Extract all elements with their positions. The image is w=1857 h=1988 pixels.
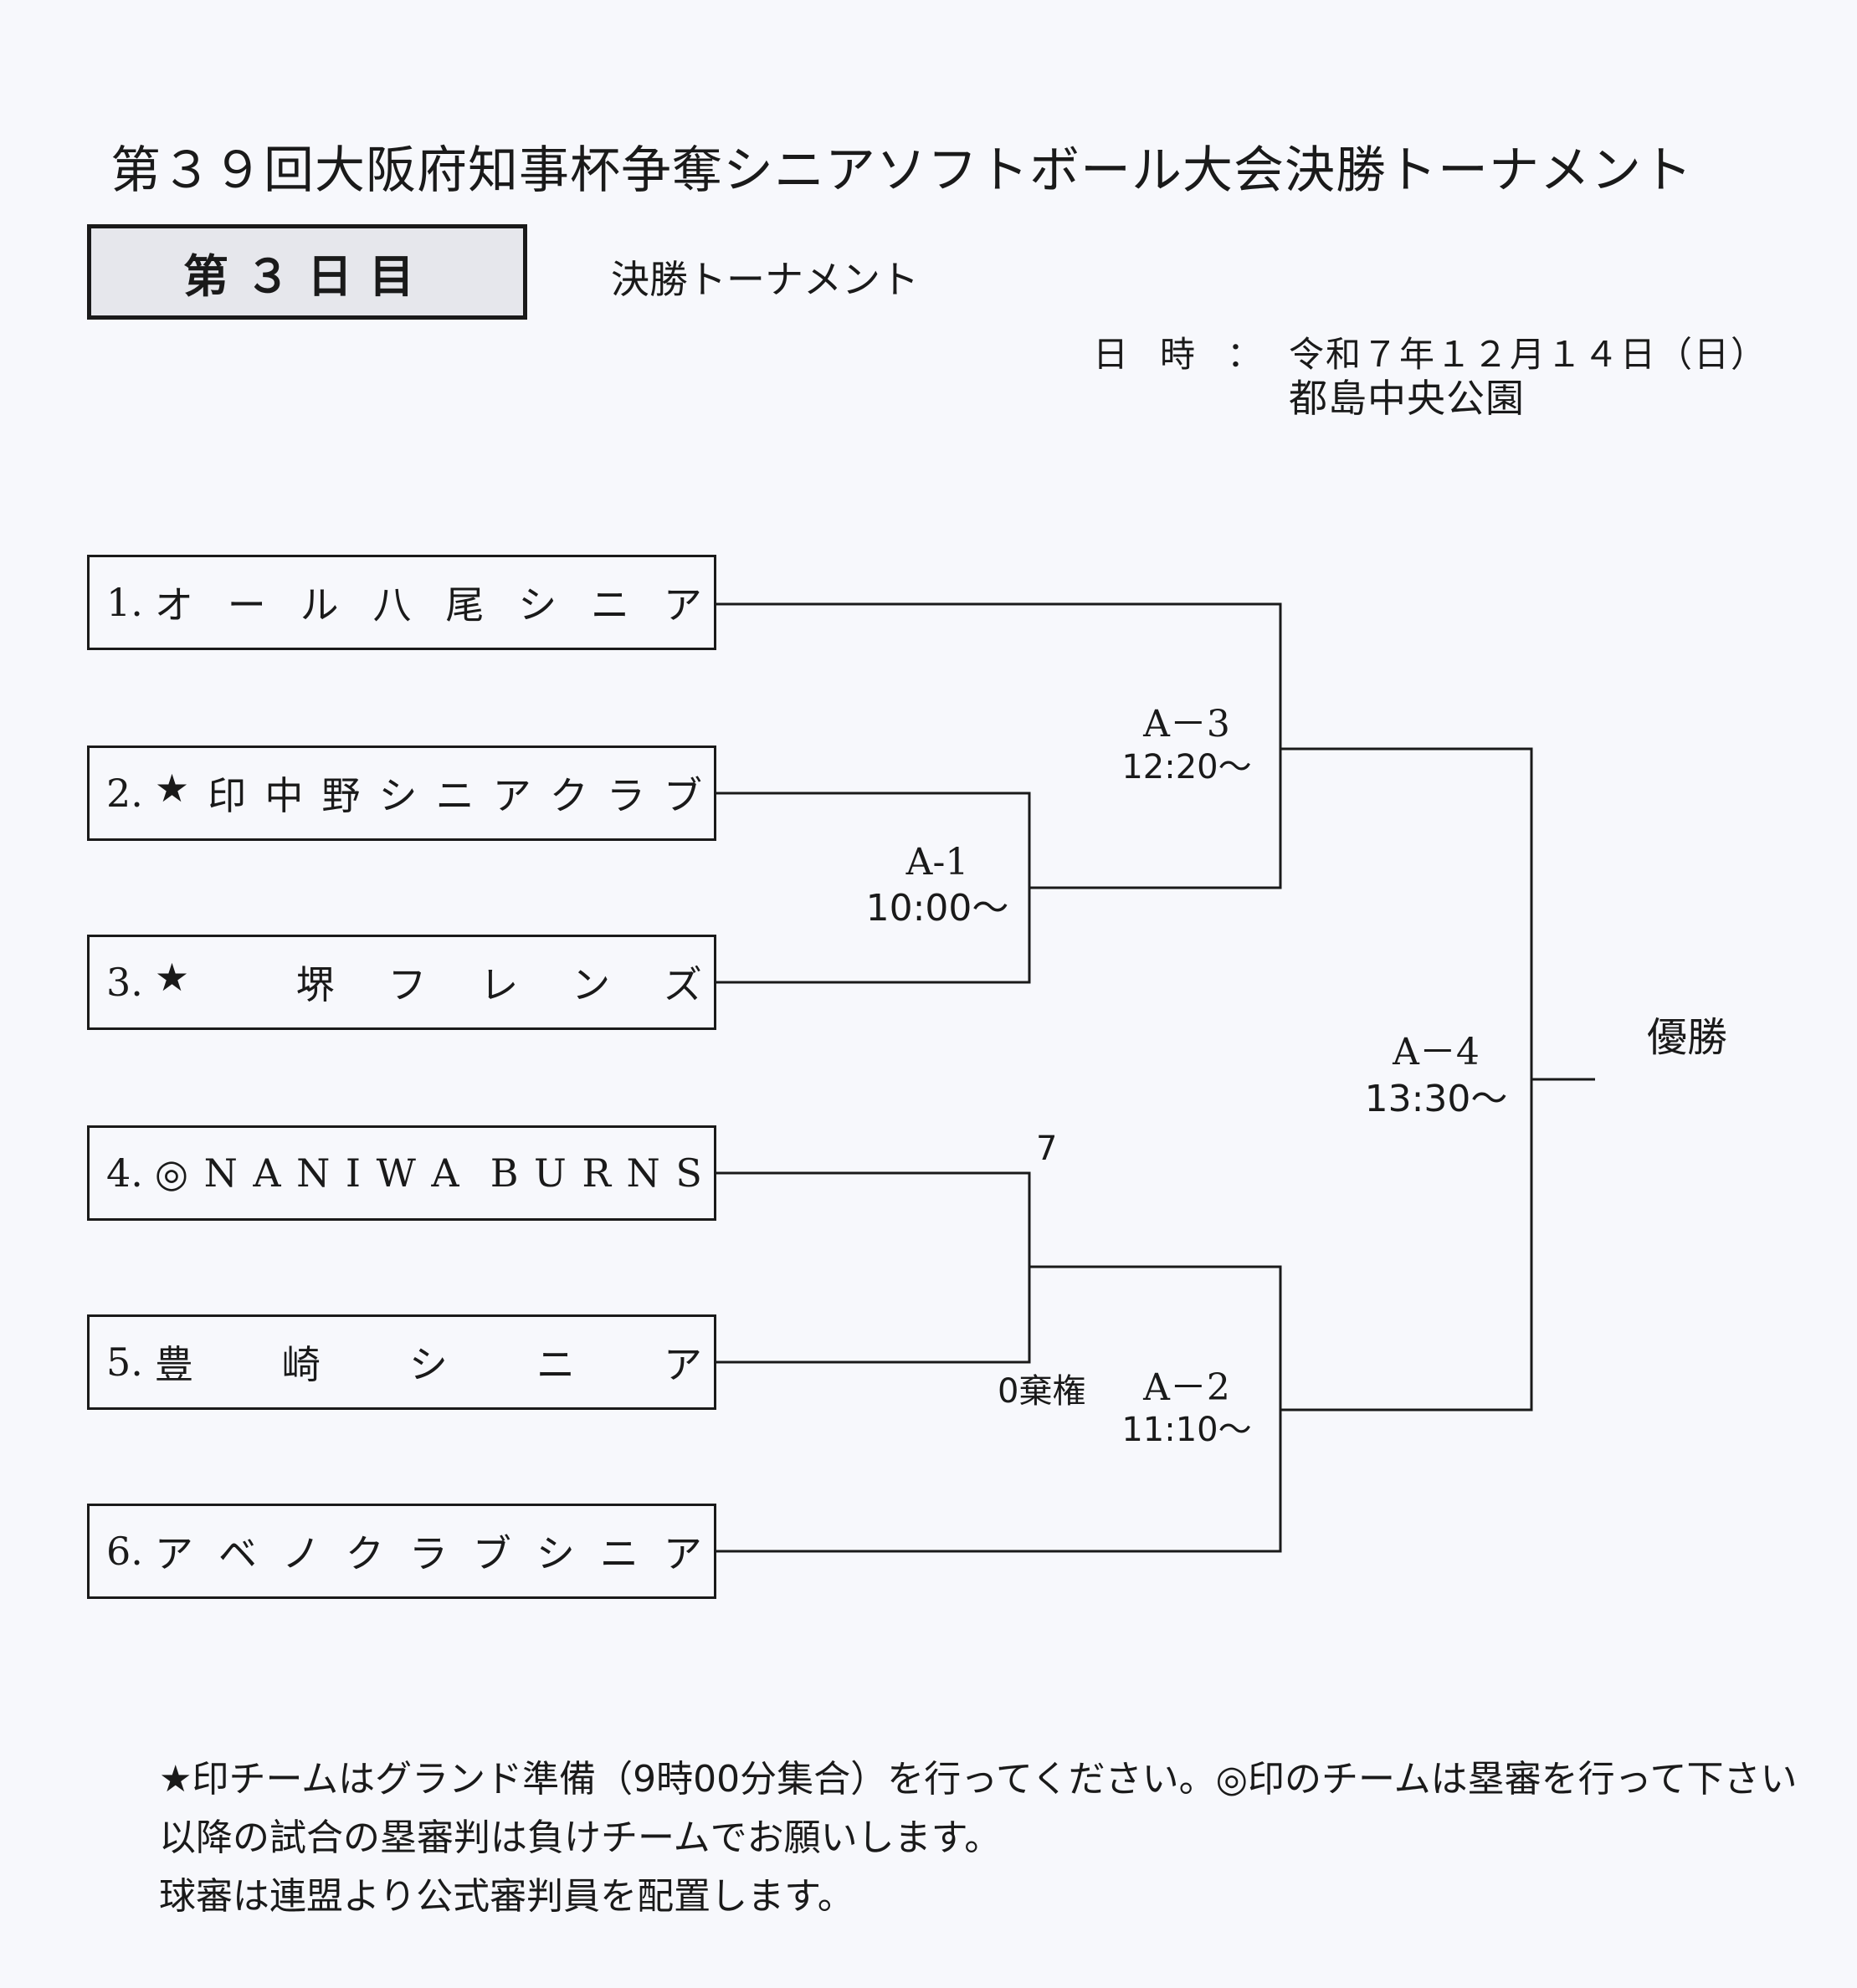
team-number: 3. [106,960,143,1005]
event-date: 令和７年１２月１４日（日） [1289,334,1768,375]
team-number: 6. [106,1529,143,1574]
page-title: 第３９回大阪府知事杯争奪シニアソフトボール大会決勝トーナメント [110,141,1693,200]
note-line-2: 以降の試合の塁審判は負けチームでお願いします。 [159,1816,1002,1859]
team-name: ★堺フレンズ [154,955,702,1007]
match-a2-label: A－2 [1143,1366,1230,1409]
winner-label: 優勝 [1647,1014,1728,1061]
note-line-3: 球審は連盟より公式審判員を配置します。 [159,1875,854,1918]
match-a2-time: 11:10〜 [1121,1411,1252,1449]
team-1: 1. オール八尾シニア [87,555,716,650]
match-a1-time: 10:00〜 [865,887,1009,930]
team-name: 豊崎シニア [154,1342,702,1387]
team-name: アベノクラブシニア [154,1531,702,1576]
a2-upper-score-bottom: 0棄権 [998,1372,1086,1411]
match-a3-label: A－3 [1143,703,1230,746]
team-3: 3. ★堺フレンズ [87,935,716,1030]
match-a4-time: 13:30〜 [1364,1078,1508,1120]
subtitle: 決勝トーナメント [611,257,919,302]
team-name: オール八尾シニア [154,582,702,628]
team-6: 6. アベノクラブシニア [87,1504,716,1599]
datetime-label: 日時： [1093,334,1295,375]
event-venue: 都島中央公園 [1289,376,1525,421]
bracket-line-a3 [716,602,1282,889]
day-label-box: 第３日目 [87,224,527,320]
match-a4-label: A－4 [1393,1031,1480,1073]
team-number: 4. [106,1150,143,1196]
match-a3-time: 12:20〜 [1121,748,1252,786]
team-number: 2. [106,771,143,816]
team-5: 5. 豊崎シニア [87,1314,716,1410]
match-a1-label: A-1 [905,841,969,884]
team-number: 1. [106,580,143,625]
bracket-line-a2-upper [716,1171,1031,1364]
team-2: 2. ★印中野シニアクラブ [87,746,716,841]
team-name: ★印中野シニアクラブ [154,766,702,818]
note-line-1: ★印チームはグランド準備（9時00分集合）を行ってください。◎印のチームは塁審を… [159,1758,1798,1801]
a2-upper-score-top: 7 [1036,1130,1058,1168]
team-number: 5. [106,1340,143,1385]
